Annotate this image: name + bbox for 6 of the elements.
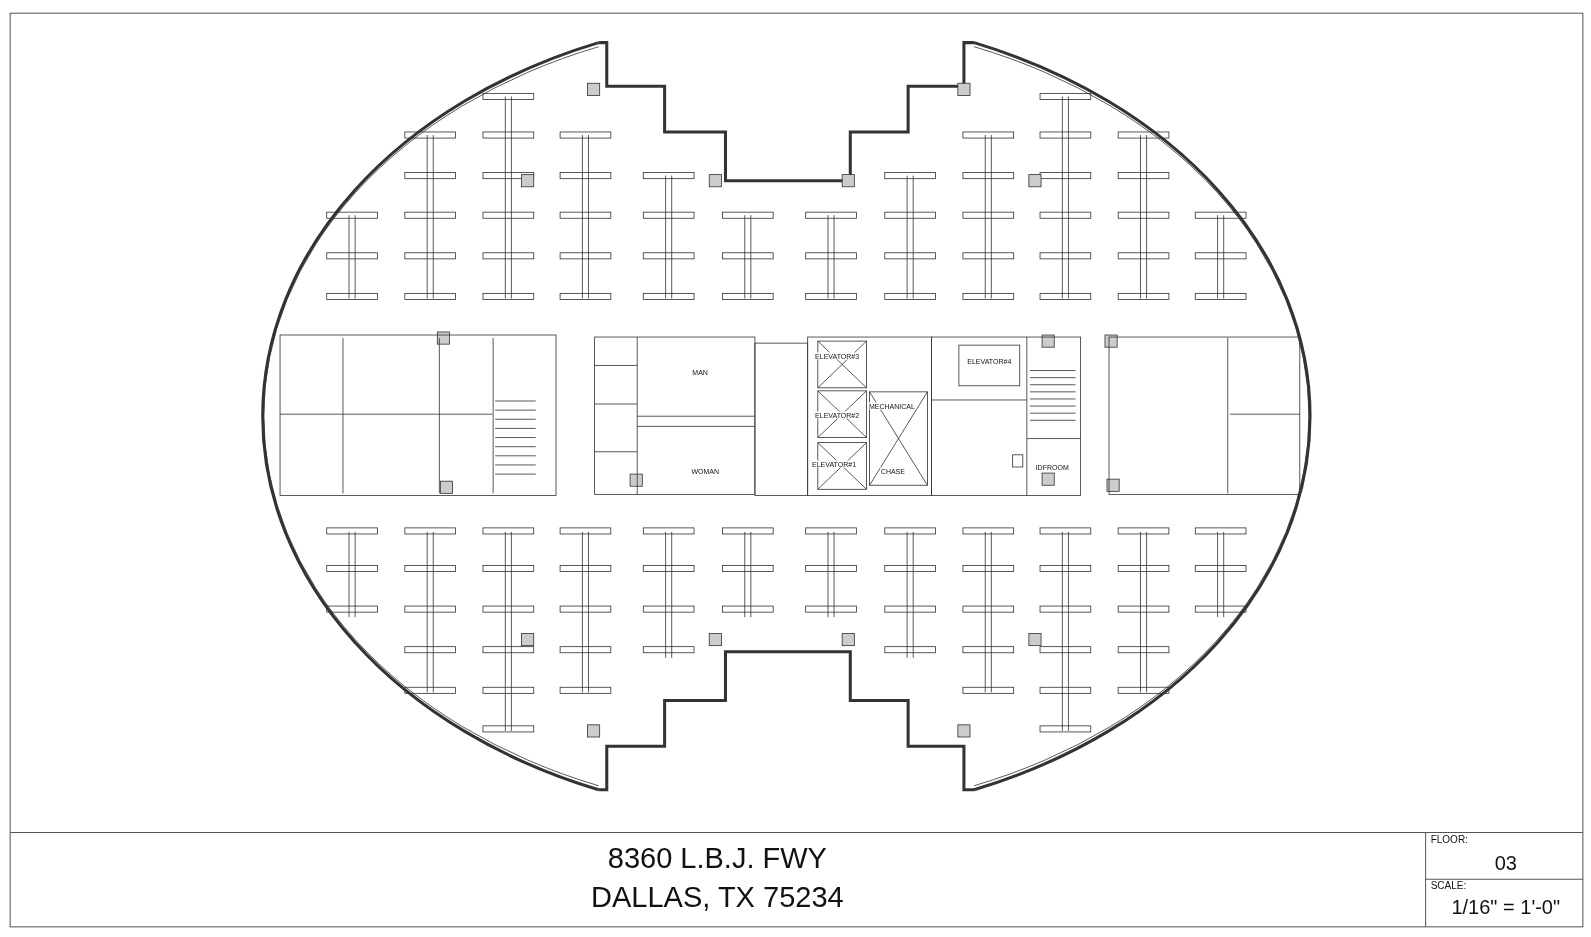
floor-value: 03 xyxy=(1494,853,1517,874)
address-text: 8360 L.B.J. FWY xyxy=(607,844,827,874)
field-label: FLOOR: xyxy=(1430,835,1468,846)
address-text: DALLAS, TX 75234 xyxy=(591,882,844,912)
scale-value: 1/16" = 1'-0" xyxy=(1451,896,1561,917)
field-label: SCALE: xyxy=(1430,880,1467,891)
